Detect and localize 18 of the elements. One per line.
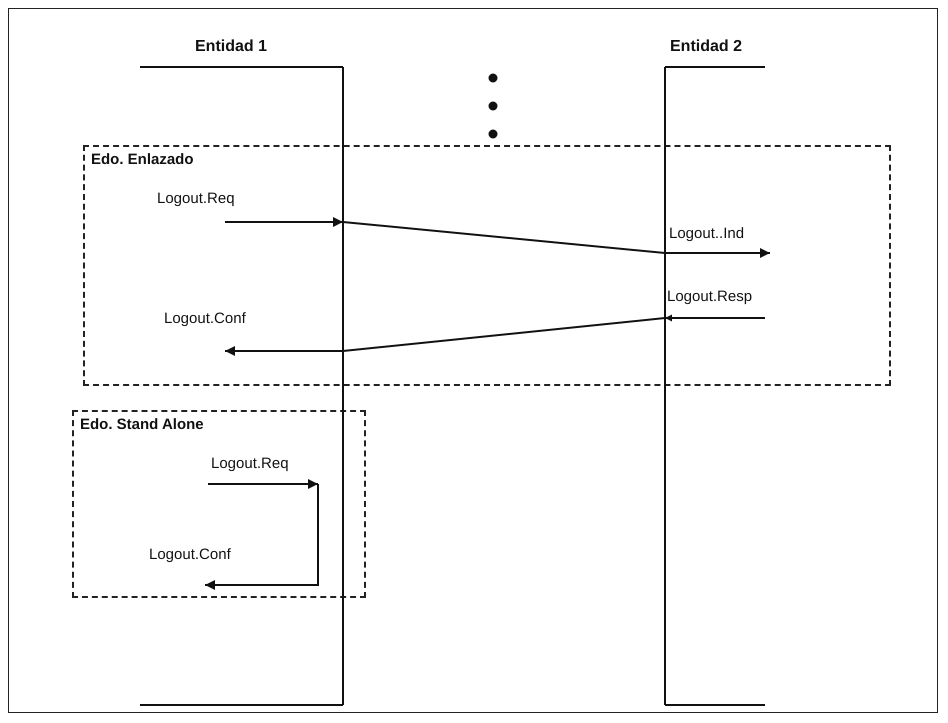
edge-label: Logout..Ind bbox=[668, 225, 746, 242]
state-title: Edo. Stand Alone bbox=[80, 416, 204, 433]
edge-label: Logout.Req bbox=[156, 190, 236, 207]
message-line bbox=[342, 317, 666, 352]
arrow bbox=[225, 346, 343, 356]
entity-heading: Entidad 1 bbox=[195, 38, 268, 56]
edge-label: Logout.Conf bbox=[163, 310, 247, 327]
state-title: Edo. Enlazado bbox=[91, 151, 194, 168]
arrow bbox=[225, 217, 343, 227]
arrow bbox=[205, 484, 319, 590]
arrow bbox=[665, 314, 765, 322]
edge-label: Logout.Conf bbox=[148, 546, 232, 563]
arrow bbox=[208, 479, 318, 489]
arrow bbox=[665, 248, 770, 258]
entity-heading: Entidad 2 bbox=[670, 38, 742, 56]
edge-label: Logout.Resp bbox=[666, 288, 754, 305]
message-line bbox=[342, 221, 666, 254]
edge-label: Logout.Req bbox=[210, 455, 290, 472]
